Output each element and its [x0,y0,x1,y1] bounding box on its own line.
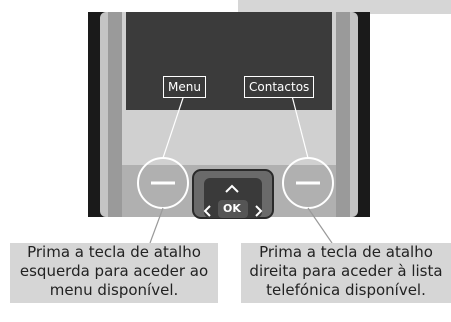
top-right-panel [238,0,451,14]
left-caption-line: menu disponível. [49,281,179,299]
nav-up-icon [225,184,239,193]
left-label-connector [162,91,186,159]
menu-soft-key-label: Menu [163,76,206,98]
left-caption-line: esquerda para aceder ao [19,262,209,280]
left-caption-connector [149,207,164,244]
ok-key [218,200,248,218]
nav-left-icon [203,205,211,217]
right-caption-line: telefónica disponível. [266,281,426,299]
left-caption-line: Prima a tecla de atalho [27,243,201,261]
left-caption: Prima a tecla de atalho esquerda para ac… [10,243,218,303]
right-caption-line: Prima a tecla de atalho [259,243,433,261]
right-caption-line: direita para aceder à lista [249,262,443,280]
contactos-soft-key-label: Contactos [244,76,315,98]
ok-key-label: OK [223,202,241,215]
nav-right-icon [255,205,263,217]
right-caption-connector [307,207,333,244]
right-caption: Prima a tecla de atalho direita para ace… [241,243,451,303]
right-label-connector [290,91,309,159]
